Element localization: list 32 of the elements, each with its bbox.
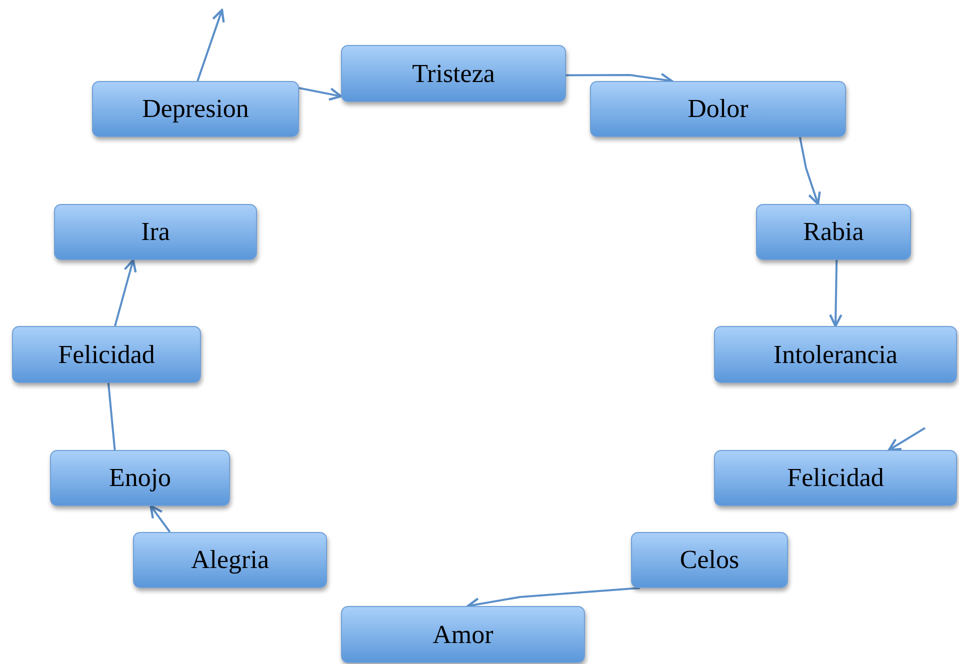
arrow — [828, 260, 842, 328]
arrow — [298, 87, 342, 101]
node-label: Amor — [432, 620, 494, 650]
node-label: Depresion — [142, 94, 249, 124]
node-label: Intolerancia — [773, 340, 898, 370]
process-box — [714, 326, 957, 383]
process-box — [12, 326, 201, 383]
arrow — [114, 258, 137, 326]
process-box — [133, 532, 327, 588]
process-box — [341, 606, 585, 663]
arrow — [798, 136, 821, 206]
process-box — [92, 81, 299, 137]
arrow — [150, 504, 171, 533]
node-label: Dolor — [688, 94, 748, 124]
node-label: Ira — [141, 217, 170, 247]
process-box — [756, 204, 911, 260]
node-label: Felicidad — [58, 340, 155, 370]
process-box — [714, 450, 957, 506]
process-box — [341, 45, 566, 102]
node-label: Enojo — [108, 463, 172, 493]
process-box — [631, 532, 788, 588]
arrow — [888, 427, 926, 452]
arrow — [196, 8, 225, 82]
process-box — [50, 450, 230, 506]
node-label: Tristeza — [412, 58, 495, 88]
connector-line — [107, 382, 116, 450]
node-label: Celos — [680, 545, 740, 575]
node-label: Felicidad — [787, 463, 884, 493]
node-label: Rabia — [803, 217, 864, 247]
node-label: Alegria — [191, 545, 269, 575]
process-box — [590, 81, 846, 137]
process-box — [54, 204, 257, 260]
